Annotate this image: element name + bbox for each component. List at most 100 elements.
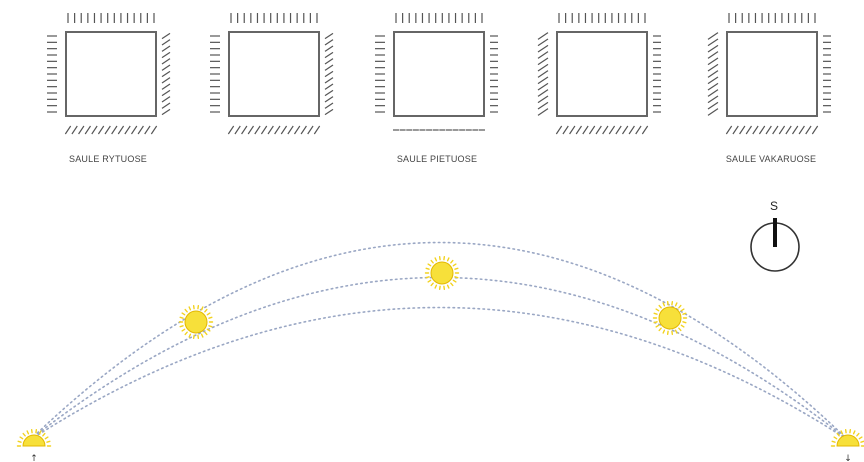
hatch-west [537,63,549,72]
sun-ray [46,440,51,443]
hatch-west [537,32,549,40]
hatch-south [254,125,261,135]
hatch-south [791,125,799,135]
sunset-arrow: ↓ [844,454,852,462]
hatch-south [84,125,92,135]
sun-ray [860,440,864,443]
hatch-west [537,89,549,97]
hatch-west [707,44,719,53]
hatch-west [707,89,719,97]
hatch-east [161,77,171,84]
hatch-south [739,125,746,135]
hatch-west [707,108,719,116]
hatch-south [293,125,301,135]
hatch-west [707,32,719,40]
hatch-east [161,51,171,59]
sun-ray [425,267,430,270]
sunrise-arrow: ↑ [30,454,38,462]
hatch-east [161,96,171,103]
window-panel-1 [47,13,171,135]
hatch-west [537,82,549,91]
sun-morning [178,304,214,340]
hatch-east [324,77,334,84]
sun-ray [856,432,860,437]
sun-sunrise [16,428,52,447]
sun-ray [200,306,204,311]
hatch-east [161,102,171,109]
hatch-south [234,125,241,135]
hatch-east [324,83,334,90]
sun-ray [658,304,662,309]
sun-disc [836,434,860,447]
hatch-west [707,51,719,59]
hatch-south [798,125,805,135]
hatch-south [745,125,753,135]
sun-ray [674,329,678,334]
hatch-east [161,39,171,46]
sun-ray [840,430,844,435]
hatch-west [707,57,719,66]
hatch-south [150,125,158,135]
sun-ray [653,312,658,315]
sun-ray [204,308,208,313]
sun-ray [184,308,188,313]
sun-path-arc-2 [29,276,849,441]
hatch-south [569,125,576,135]
sun-ray [680,324,685,328]
sun-ray [446,257,450,262]
hatch-south [778,125,786,135]
hatch-south [137,125,144,135]
hatch-south [641,125,649,135]
hatch-east [324,108,334,116]
sun-ray [682,321,687,324]
hatch-south [117,125,125,135]
hatch-south [280,125,288,135]
hatch-south [582,125,589,135]
hatch-west [707,76,719,85]
sun-ray [655,324,660,328]
sun-ray [22,432,26,437]
hatch-east [161,45,171,52]
hatch-east [324,102,334,109]
hatch-south [805,125,812,135]
hatch-south [752,125,759,135]
hatch-west [537,57,549,66]
window-panel-3 [375,13,498,131]
hatch-south [725,125,733,135]
hatch-east [161,32,171,40]
sun-disc [658,306,682,330]
hatch-south [307,125,314,135]
sun-ray [200,333,204,338]
hatch-south [555,125,563,135]
label-sun-east: SAULE RYTUOSE [69,154,147,164]
hatch-south [772,125,779,135]
hatch-south [227,125,235,135]
hatch-south [247,125,255,135]
sun-ray [206,328,211,332]
hatch-west [537,51,549,59]
sun-ray [42,432,46,437]
compass-letter: S [769,199,779,213]
hatch-east [161,89,171,97]
sun-disc [184,310,208,334]
hatch-south [621,125,629,135]
sun-ray [434,284,438,289]
window-frame [228,31,320,117]
hatch-west [537,44,549,53]
hatch-south [97,125,105,135]
label-sun-west: SAULE VAKARUOSE [725,154,817,164]
sun-afternoon [652,300,688,336]
sun-ray [179,325,184,328]
hatch-south [615,125,622,135]
hatch-east [324,58,334,65]
sun-ray [831,440,836,443]
hatch-west [537,38,549,47]
sun-ray [662,329,666,334]
hatch-south [260,125,268,135]
sun-positions [16,255,864,447]
hatch-west [707,38,719,47]
sun-ray [450,282,454,287]
hatch-east [324,39,334,46]
sun-ray [181,328,186,332]
label-sun-south: SAULE PIETUOSE [396,154,478,164]
